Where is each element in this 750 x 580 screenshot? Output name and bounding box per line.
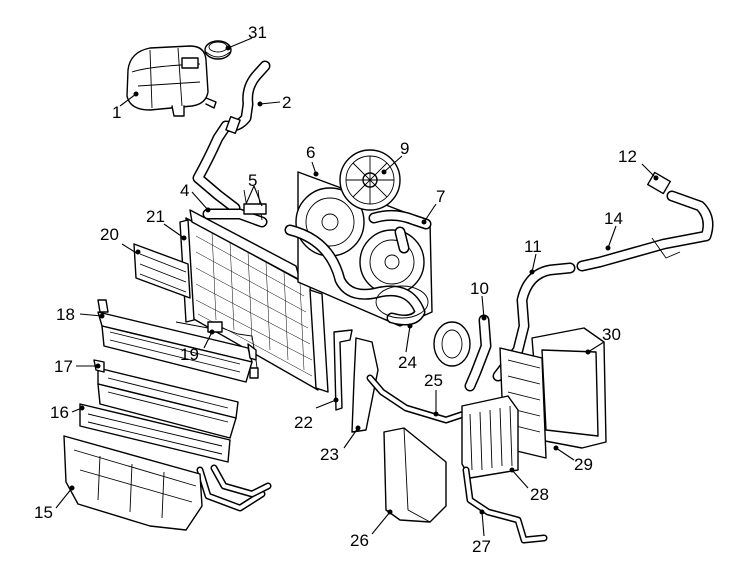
part-tank-cap <box>204 40 232 60</box>
part-lower-cooler <box>79 403 272 512</box>
part-duct <box>351 337 379 433</box>
callout-11: 11 <box>524 237 542 256</box>
part-end-cap <box>647 171 671 195</box>
leader-24 <box>405 325 411 353</box>
part-upper-cooler <box>97 299 257 383</box>
callout-4: 4 <box>180 181 189 200</box>
callout-15: 15 <box>34 503 53 522</box>
part-upper-hose <box>368 209 432 254</box>
leader-21 <box>163 223 185 239</box>
leader-7 <box>423 203 437 223</box>
leader-23 <box>343 427 359 449</box>
callout-17: 17 <box>54 357 73 376</box>
part-sensor-harness <box>175 321 259 379</box>
leader-9 <box>383 155 403 173</box>
part-air-deflector <box>63 435 203 531</box>
part-connector-hose <box>464 314 492 392</box>
callout-31: 31 <box>248 23 267 42</box>
callout-2: 2 <box>282 93 291 112</box>
callout-14: 14 <box>604 209 623 228</box>
leader-5b <box>253 185 263 207</box>
part-heat-exchanger <box>461 395 519 479</box>
leader-10 <box>481 295 485 319</box>
callout-5: 5 <box>248 171 257 190</box>
leader-2 <box>259 101 281 105</box>
part-long-pipe <box>576 190 714 272</box>
part-seal <box>333 329 353 411</box>
callout-21: 21 <box>146 207 165 226</box>
part-intake-hose <box>492 262 576 382</box>
callout-16: 16 <box>50 403 69 422</box>
leader-11 <box>531 253 537 273</box>
callout-25: 25 <box>424 371 443 390</box>
leader-30 <box>587 341 605 353</box>
part-charge-air-cooler <box>531 327 607 449</box>
part-drain-hose <box>462 466 548 544</box>
leader-lines <box>55 37 659 537</box>
leader-18 <box>79 313 103 317</box>
leader-29 <box>555 447 575 461</box>
part-expansion-tank <box>126 45 217 117</box>
callout-7: 7 <box>436 187 445 206</box>
leader-12 <box>641 163 657 179</box>
leader-27 <box>481 511 485 537</box>
leader-14 <box>607 225 617 249</box>
callout-labels: 1 2 4 5 6 7 9 10 11 12 14 15 16 17 18 19… <box>34 23 637 556</box>
leader-1 <box>119 93 137 107</box>
leader-15 <box>55 487 73 509</box>
callout-30: 30 <box>602 325 621 344</box>
callout-12: 12 <box>618 147 637 166</box>
callout-27: 27 <box>472 537 491 556</box>
callout-10: 10 <box>470 279 489 298</box>
leader-22 <box>315 399 337 409</box>
part-oil-cooler <box>93 359 239 439</box>
part-ring <box>433 321 471 367</box>
part-under-tray <box>383 427 447 523</box>
callout-24: 24 <box>398 353 417 372</box>
part-top-hose-clips <box>202 189 268 228</box>
callout-29: 29 <box>574 455 593 474</box>
callout-19: 19 <box>180 345 199 364</box>
callout-22: 22 <box>294 413 313 432</box>
leader-26 <box>371 511 391 535</box>
part-tank-hose <box>192 60 271 214</box>
callout-26: 26 <box>350 531 369 550</box>
leader-5a <box>245 185 255 205</box>
leader-31 <box>227 37 253 49</box>
callout-20: 20 <box>100 225 119 244</box>
part-lower-hose <box>284 224 429 326</box>
callout-23: 23 <box>320 445 339 464</box>
callout-6: 6 <box>306 143 315 162</box>
callout-9: 9 <box>400 139 409 158</box>
part-fan <box>339 149 401 211</box>
leader-4 <box>191 191 209 211</box>
part-condenser <box>133 243 191 299</box>
leader-28 <box>511 469 529 489</box>
part-pipe <box>366 374 474 424</box>
callout-1: 1 <box>112 103 121 122</box>
callout-18: 18 <box>56 305 75 324</box>
leader-20 <box>121 243 139 255</box>
callout-28: 28 <box>530 485 549 504</box>
leader-19 <box>203 331 213 349</box>
